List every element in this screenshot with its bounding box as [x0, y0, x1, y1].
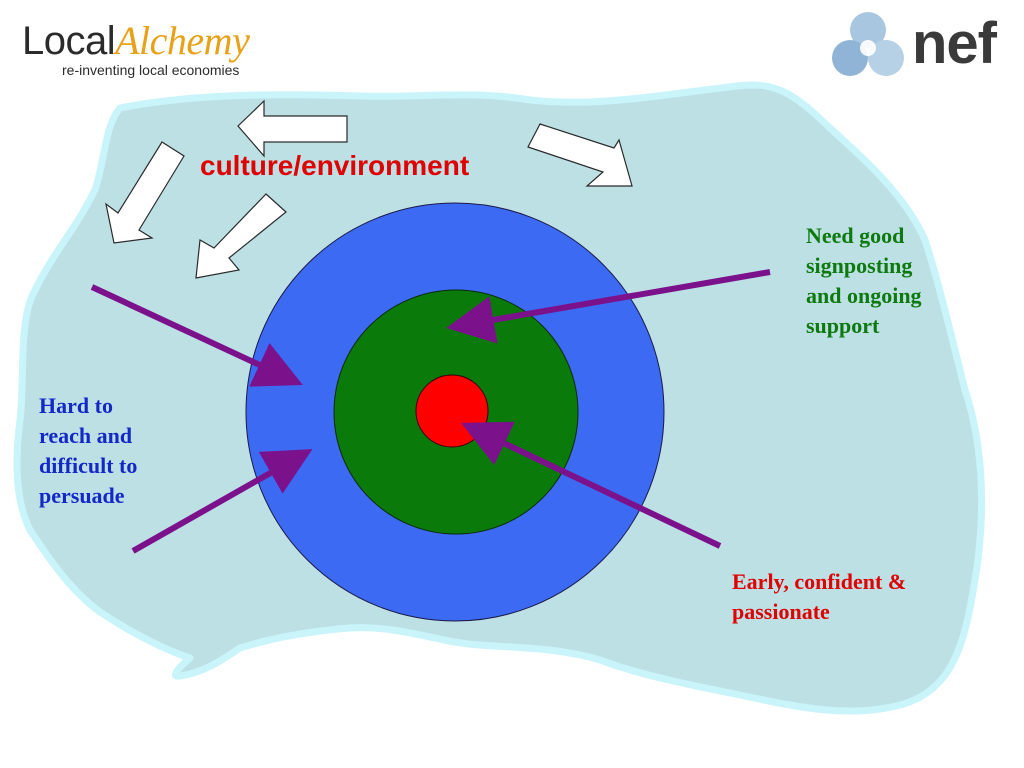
local-alchemy-logo: LocalAlchemy re-inventing local economie…: [22, 18, 282, 80]
label-hard-to-reach: Hard to reach and difficult to persuade: [39, 393, 138, 508]
local-alchemy-tagline: re-inventing local economies: [62, 62, 240, 78]
nef-wordmark: nef: [912, 11, 997, 76]
label-need-support: Need good signposting and ongoing suppor…: [806, 223, 922, 338]
core-circle: [415, 374, 489, 448]
hollow-arrow-top-left: [237, 99, 348, 158]
hollow-arrow-left-lower: [195, 193, 287, 279]
nef-logo: nef: [828, 8, 1024, 80]
nef-trefoil-icon: [832, 12, 904, 76]
arrow-need-support: [446, 269, 771, 344]
diagram-title: culture/environment: [200, 150, 470, 181]
arrow-hard-to-reach-lower: [131, 449, 313, 554]
arrow-early-confident: [461, 421, 722, 549]
label-early-confident: Early, confident & passionate: [732, 569, 907, 624]
hollow-arrow-top-right: [527, 123, 633, 187]
hollow-arrow-left-upper: [105, 141, 185, 244]
arrow-hard-to-reach-upper: [90, 284, 303, 387]
local-alchemy-wordmark: LocalAlchemy: [22, 18, 250, 63]
